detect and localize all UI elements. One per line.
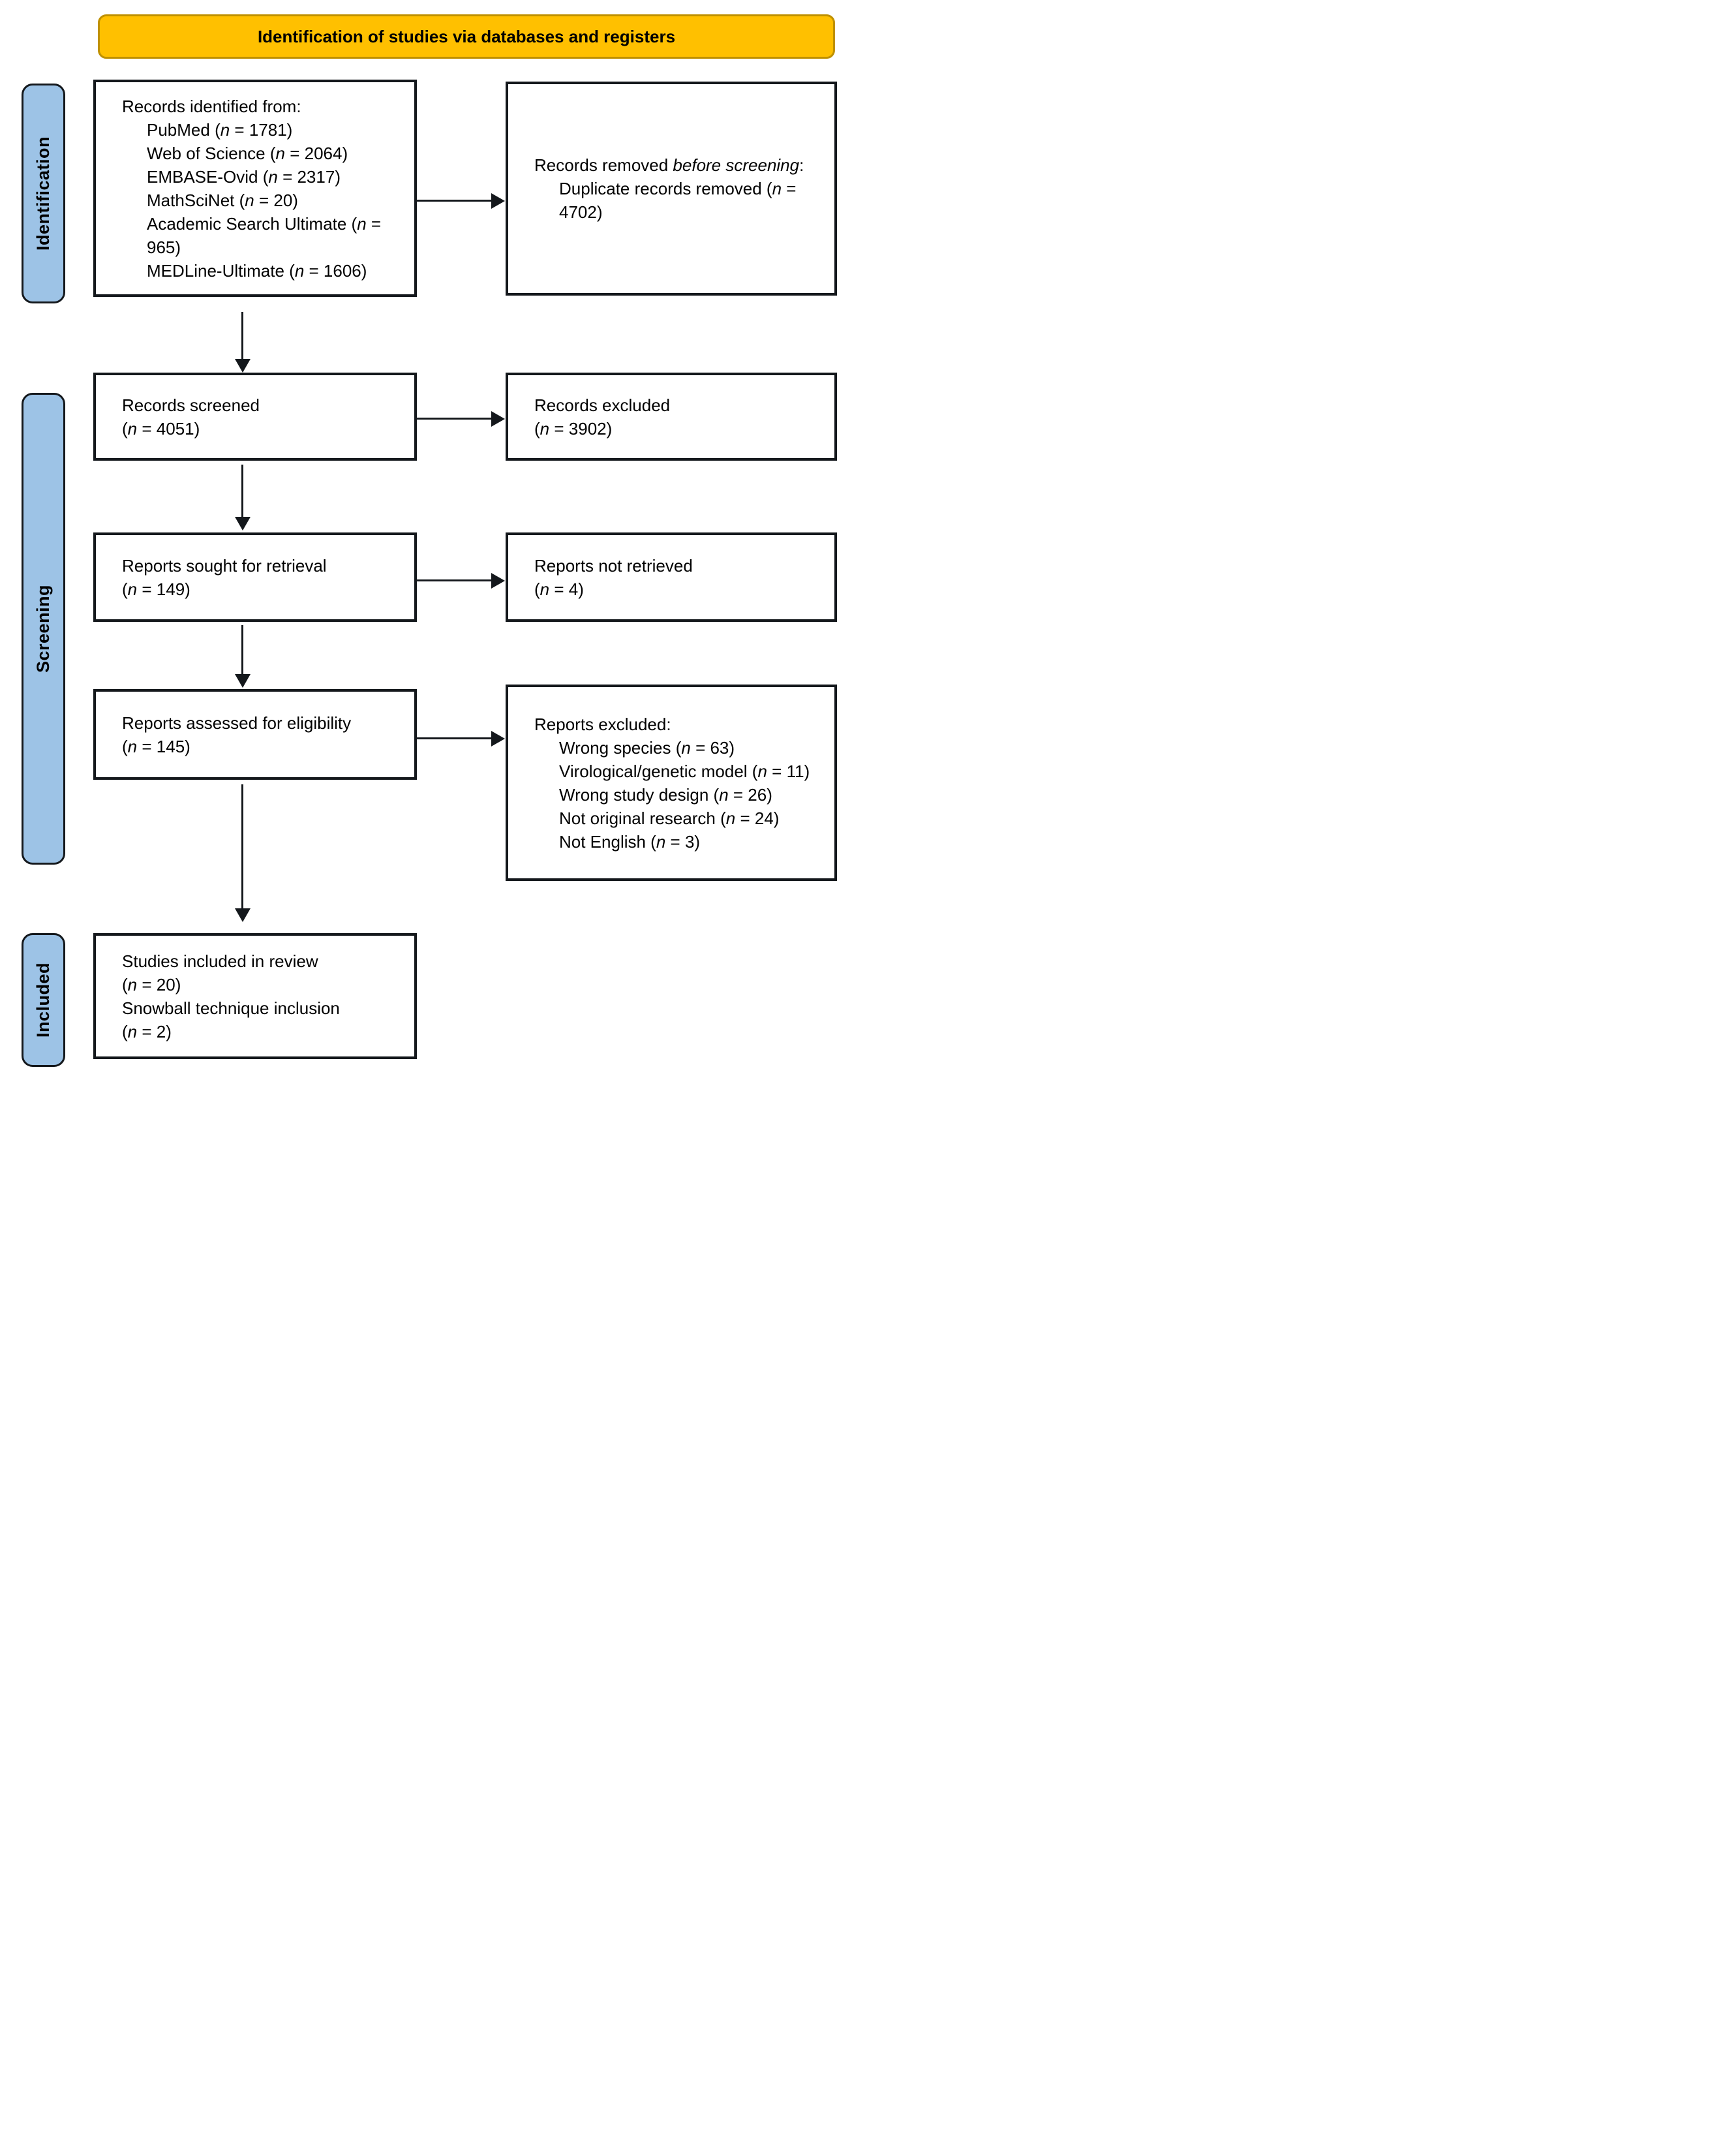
text-line: MEDLine-Ultimate (n = 1606): [147, 260, 367, 281]
arrow-assessed-to-included: [241, 784, 243, 908]
box-reports-not-retrieved: Reports not retrieved (n = 4): [506, 532, 837, 622]
box-records-excluded: Records excluded (n = 3902): [506, 373, 837, 461]
stage-bar-included: Included: [22, 933, 65, 1067]
text-line: Reports not retrieved: [534, 555, 693, 576]
text-line: (n = 20): [122, 974, 181, 994]
text-line: Records excluded: [534, 395, 671, 415]
text-line: Duplicate records removed (n = 4702): [559, 179, 797, 222]
arrow-identified-to-removed: [417, 200, 491, 202]
text-line: MathSciNet (n = 20): [147, 190, 298, 210]
text-line: EMBASE-Ovid (n = 2317): [147, 166, 341, 187]
text-line: Reports assessed for eligibility: [122, 713, 352, 733]
text-line: Records identified from:: [122, 96, 301, 116]
stage-bar-identification: Identification: [22, 84, 65, 303]
text-line: (n = 3902): [534, 418, 613, 439]
text-line: (n = 145): [122, 736, 190, 756]
text-line: Not English (n = 3): [559, 831, 701, 852]
text-line: Virological/genetic model (n = 11): [559, 761, 810, 781]
prisma-flow-diagram: Identification of studies via databases …: [0, 0, 867, 1078]
text-line: Snowball technique inclusion: [122, 998, 340, 1018]
banner-label: Identification of studies via databases …: [257, 26, 676, 46]
text-line: (n = 4051): [122, 418, 200, 439]
text-line: (n = 2): [122, 1021, 172, 1041]
text-line: Academic Search Ultimate (n = 965): [147, 213, 382, 257]
text-line: Records removed before screening:: [534, 155, 804, 175]
box-records-removed-before-screening: Records removed before screening: Duplica…: [506, 82, 837, 296]
box-reports-excluded: Reports excluded: Wrong species (n = 63) V…: [506, 685, 837, 881]
text-line: Wrong species (n = 63): [559, 737, 735, 758]
text-line: Wrong study design (n = 26): [559, 784, 772, 805]
stage-bar-screening: Screening: [22, 393, 65, 865]
arrow-assessed-to-reports-excluded: [417, 737, 491, 739]
box-studies-included: Studies included in review (n = 20) Snowba…: [93, 933, 417, 1059]
text-line: Reports excluded:: [534, 714, 671, 734]
text-line: (n = 4): [534, 579, 584, 599]
box-reports-assessed: Reports assessed for eligibility (n = 145…: [93, 689, 417, 780]
text-line: PubMed (n = 1781): [147, 119, 293, 140]
text-line: Studies included in review: [122, 951, 318, 971]
stage-label-identification: Identification: [33, 136, 53, 251]
text-line: Web of Science (n = 2064): [147, 143, 348, 163]
stage-label-screening: Screening: [33, 584, 53, 673]
arrow-sought-to-not-retrieved: [417, 579, 491, 581]
text-line: Reports sought for retrieval: [122, 555, 327, 576]
box-records-screened: Records screened (n = 4051): [93, 373, 417, 461]
arrow-screened-to-sought: [241, 465, 243, 517]
box-reports-sought: Reports sought for retrieval (n = 149): [93, 532, 417, 622]
banner-identification-via-databases: Identification of studies via databases …: [98, 14, 835, 59]
text-line: Records screened: [122, 395, 260, 415]
text-line: Not original research (n = 24): [559, 808, 780, 828]
text-line: (n = 149): [122, 579, 190, 599]
arrow-sought-to-assessed: [241, 625, 243, 674]
stage-label-included: Included: [33, 962, 53, 1038]
box-records-identified: Records identified from: PubMed (n = 1781…: [93, 80, 417, 297]
arrow-identified-to-screened: [241, 312, 243, 359]
arrow-screened-to-excluded: [417, 418, 491, 420]
